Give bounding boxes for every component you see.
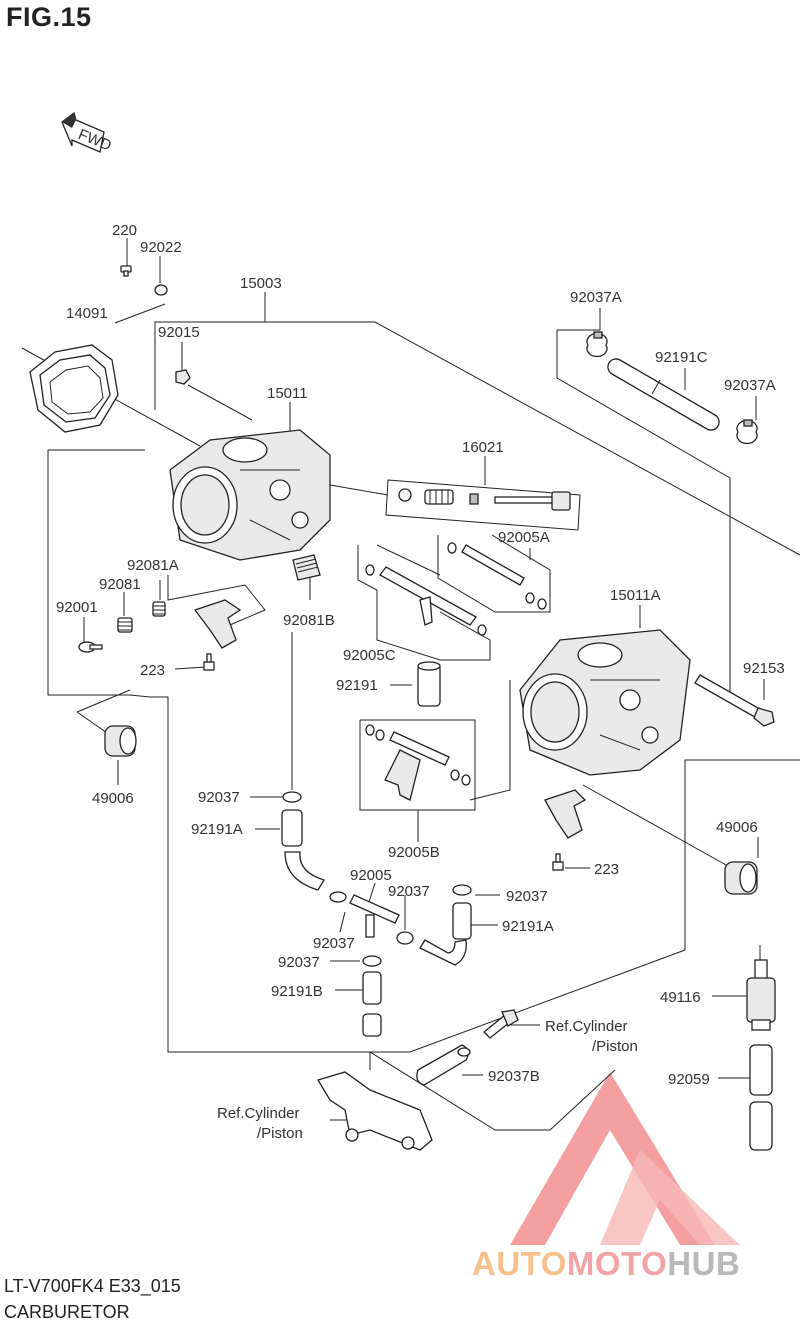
leader-lines (21, 238, 800, 1131)
callout-92037-c: 92037 (506, 888, 548, 905)
filter-49116-icon (746, 959, 776, 1031)
cover-14091-icon (29, 344, 119, 433)
callout-14091: 14091 (66, 305, 108, 322)
hose-92059-icon (749, 1044, 773, 1151)
callout-92022: 92022 (140, 239, 182, 256)
callout-15011: 15011 (267, 385, 308, 402)
grommet-49006-left-icon (104, 725, 137, 757)
callout-92015: 92015 (158, 324, 200, 341)
callout-92153: 92153 (743, 660, 785, 677)
spring-92081B-icon (292, 554, 321, 581)
screw-92001-icon (78, 641, 103, 653)
bracket-left-icon (193, 599, 242, 649)
callout-223-left: 223 (140, 662, 165, 679)
callout-92037-a: 92037 (198, 789, 240, 806)
clamp-92037A-top-icon (586, 331, 608, 358)
hose-92191B-icon (362, 971, 382, 1037)
callout-ref-cylinder-2: Ref.Cylinder (217, 1105, 300, 1122)
hose-92191A-right-icon (419, 902, 472, 966)
hose-92191C-icon (607, 358, 720, 431)
clamp-92037-c-icon (396, 931, 414, 945)
section-name: CARBURETOR (4, 1302, 130, 1322)
callout-92059: 92059 (668, 1071, 710, 1088)
model-code: LT-V700FK4 E33_015 (4, 1276, 181, 1296)
watermark-hub: HUB (667, 1245, 741, 1282)
callout-92005: 92005 (350, 867, 392, 884)
callout-92037A-top: 92037A (570, 289, 622, 306)
callout-92191A-left: 92191A (191, 821, 243, 838)
bolt-ref-icon (483, 1009, 519, 1039)
callout-16021: 16021 (462, 439, 504, 456)
fwd-arrow-icon: FWD (61, 111, 114, 155)
clamp-92037A-bottom-icon (736, 419, 758, 445)
callout-ref-cylinder-1: Ref.Cylinder (545, 1018, 628, 1035)
hose-92191A-left-icon (281, 809, 325, 891)
callout-ref-piston-1: /Piston (592, 1038, 638, 1055)
watermark-auto: AUTO (472, 1245, 567, 1282)
callout-223-right: 223 (594, 861, 619, 878)
hose-92191-icon (417, 661, 441, 707)
callout-92191B: 92191B (271, 983, 323, 1000)
callout-92191: 92191 (336, 677, 378, 694)
bolt-223-right-icon (552, 853, 564, 871)
callout-220: 220 (112, 222, 137, 239)
carburetor-15011-icon (169, 429, 331, 561)
clamp-92037-e-icon (362, 955, 382, 967)
bolt-223-left-icon (203, 653, 215, 671)
callout-92081B: 92081B (283, 612, 335, 629)
cylinder-piston-reference-icon (317, 1071, 433, 1151)
fitting-92005B-icon (365, 724, 471, 801)
callout-49006-left: 49006 (92, 790, 134, 807)
callout-92037-b: 92037 (388, 883, 430, 900)
washer-92022-icon (154, 284, 168, 296)
callout-92001: 92001 (56, 599, 98, 616)
callout-49006-right: 49006 (716, 819, 758, 836)
clamp-92037-d-icon (452, 884, 472, 896)
watermark-moto: MOTO (566, 1245, 668, 1282)
bracket-right-icon (544, 789, 587, 839)
fitting-92005C-icon (365, 564, 487, 636)
callout-15003: 15003 (240, 275, 282, 292)
callout-49116: 49116 (660, 989, 701, 1006)
bolt-92153-icon (694, 674, 775, 727)
callout-92005B: 92005B (388, 844, 440, 861)
callout-92081A: 92081A (127, 557, 179, 574)
callout-92191A-right: 92191A (502, 918, 554, 935)
callout-92037-d: 92037 (313, 935, 355, 952)
watermark-text: AUTOMOTOHUB (472, 1245, 740, 1283)
clamp-92037B-icon (416, 1044, 471, 1086)
screw-220-icon (120, 265, 132, 277)
callout-92037-e: 92037 (278, 954, 320, 971)
callout-92005C: 92005C (343, 647, 396, 664)
figure-title: FIG.15 (6, 2, 92, 32)
fitting-92005A-icon (447, 542, 547, 610)
callout-92005A: 92005A (498, 529, 550, 546)
callout-15011A: 15011A (610, 587, 661, 604)
spring-92081A-icon (152, 601, 166, 617)
carburetor-15011A-icon (519, 629, 691, 776)
clamp-92037-b-icon (329, 891, 347, 903)
callout-ref-piston-2: /Piston (257, 1125, 303, 1142)
callout-labels: 220 92022 15003 14091 92015 15011 92037A… (56, 222, 785, 1142)
spring-92081-icon (117, 617, 133, 633)
clamp-92037-a-icon (282, 791, 302, 803)
grommet-49006-right-icon (724, 861, 758, 895)
callout-92081: 92081 (99, 576, 141, 593)
fitting-92005-icon (349, 894, 400, 938)
watermark-logo-icon (510, 1072, 740, 1245)
callout-92191C: 92191C (655, 349, 708, 366)
callout-92037A-bottom: 92037A (724, 377, 776, 394)
callout-92037B: 92037B (488, 1068, 540, 1085)
nut-92015-icon (175, 369, 191, 385)
jet-16021-icon (398, 488, 571, 511)
